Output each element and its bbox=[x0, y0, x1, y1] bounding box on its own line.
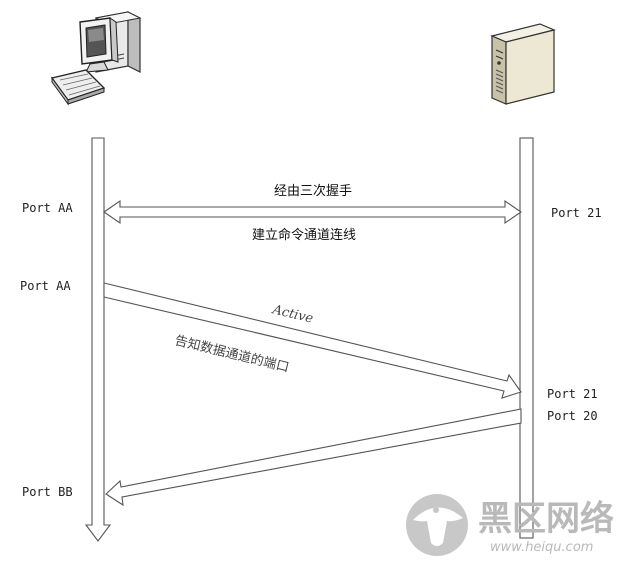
active-mode-label: Active bbox=[270, 302, 315, 327]
handshake-label: 经由三次握手 bbox=[274, 183, 352, 199]
watermark-url: www.heiqu.com bbox=[490, 540, 593, 555]
client-lifeline bbox=[84, 137, 112, 542]
server-port-label: Port 21 bbox=[547, 387, 598, 401]
desktop-computer-icon bbox=[50, 11, 142, 106]
server-port-label: Port 20 bbox=[547, 409, 598, 423]
watermark-logo-icon bbox=[406, 494, 468, 556]
client-port-label: Port AA bbox=[22, 201, 73, 215]
server-lifeline bbox=[519, 137, 534, 539]
active-arrow bbox=[103, 282, 522, 399]
command-channel-label: 建立命令通道连线 bbox=[252, 227, 356, 243]
server-port-label: Port 21 bbox=[551, 206, 602, 220]
server-tower-icon bbox=[490, 23, 556, 105]
watermark: 黑区网络 www.heiqu.com bbox=[406, 494, 614, 556]
watermark-name: 黑区网络 bbox=[478, 499, 614, 539]
data-channel-arrow bbox=[105, 408, 522, 507]
handshake-double-arrow bbox=[103, 199, 522, 225]
client-port-label: Port AA bbox=[20, 279, 71, 293]
notify-port-label: 告知数据通道的端口 bbox=[173, 332, 290, 375]
client-port-label: Port BB bbox=[22, 485, 73, 499]
